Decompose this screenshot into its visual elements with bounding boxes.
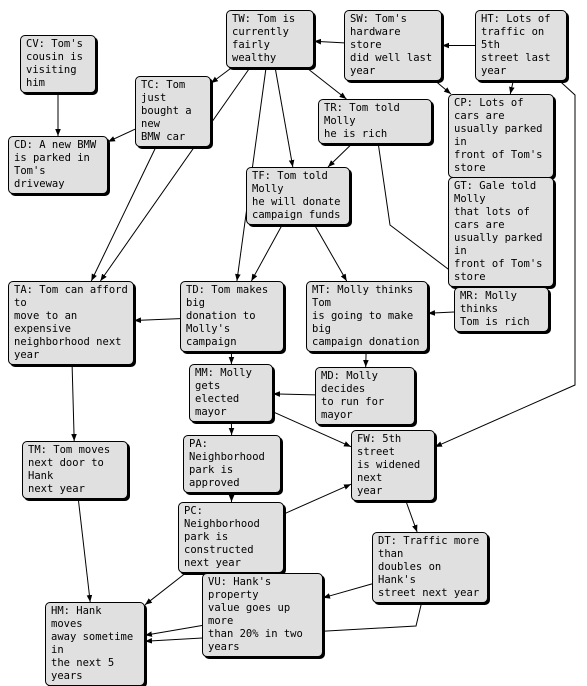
edge-fw-to-dt [406, 501, 417, 532]
edge-td-to-ta [134, 319, 180, 321]
edge-dt-to-vu [323, 584, 372, 598]
edge-vu-to-hm [145, 626, 202, 636]
cause-effect-diagram: TW: Tom is currently fairly wealthy SW: … [0, 0, 587, 659]
edge-tc-to-cd [108, 129, 135, 142]
edge-ta-to-tm [72, 365, 74, 441]
edge-mr-to-mt [428, 312, 454, 313]
node-ta: TA: Tom can afford to move to an expensi… [8, 281, 134, 365]
node-mt: MT: Molly thinks Tom is going to make bi… [306, 281, 428, 352]
node-tw: TW: Tom is currently fairly wealthy [226, 10, 314, 68]
edge-sw-to-tw [314, 41, 344, 43]
edge-tf-to-td [251, 225, 282, 281]
node-td: TD: Tom makes big donation to Molly's ca… [180, 281, 284, 352]
node-cd: CD: A new BMW is parked in Tom's drivewa… [8, 136, 108, 194]
node-fw: FW: 5th street is widened next year [351, 430, 435, 501]
edge-md-to-mm [273, 394, 315, 395]
edge-pc-to-hm [145, 573, 186, 605]
edge-ht-to-cp [510, 81, 513, 94]
node-mr: MR: Molly thinks Tom is rich [454, 287, 549, 332]
node-hm: HM: Hank moves away sometime in the next… [45, 602, 145, 686]
node-tf: TF: Tom told Molly he will donate campai… [246, 167, 350, 225]
node-pc: PC: Neighborhood park is constructed nex… [178, 502, 284, 573]
edge-tr-to-tf [328, 144, 352, 167]
node-cp: CP: Lots of cars are usually parked in f… [448, 94, 554, 178]
edge-sw-to-cp [435, 81, 451, 94]
node-pa: PA: Neighborhood park is approved [183, 435, 281, 493]
node-ht: HT: Lots of traffic on 5th street last y… [475, 10, 567, 81]
node-gt: GT: Gale told Molly that lots of cars ar… [448, 177, 554, 287]
edge-pc-to-fw [284, 484, 351, 514]
node-cv: CV: Tom's cousin is visiting him [20, 35, 96, 93]
edge-tw-to-tf [275, 68, 293, 167]
edge-tw-to-tr [307, 68, 347, 99]
node-tm: TM: Tom moves next door to Hank next yea… [22, 441, 128, 499]
edge-tw-to-tc [211, 68, 231, 83]
node-tr: TR: Tom told Molly he is rich [318, 99, 432, 144]
node-md: MD: Molly decides to run for mayor [315, 367, 415, 425]
edge-tf-to-mt [315, 225, 347, 281]
edge-tm-to-hm [78, 499, 90, 602]
node-vu: VU: Hank's property value goes up more t… [202, 573, 323, 657]
node-tc: TC: Tom just bought a new BMW car [135, 76, 211, 147]
node-dt: DT: Traffic more than doubles on Hank's … [372, 532, 488, 603]
node-sw: SW: Tom's hardware store did well last y… [344, 10, 442, 81]
node-mm: MM: Molly gets elected mayor [189, 364, 273, 422]
